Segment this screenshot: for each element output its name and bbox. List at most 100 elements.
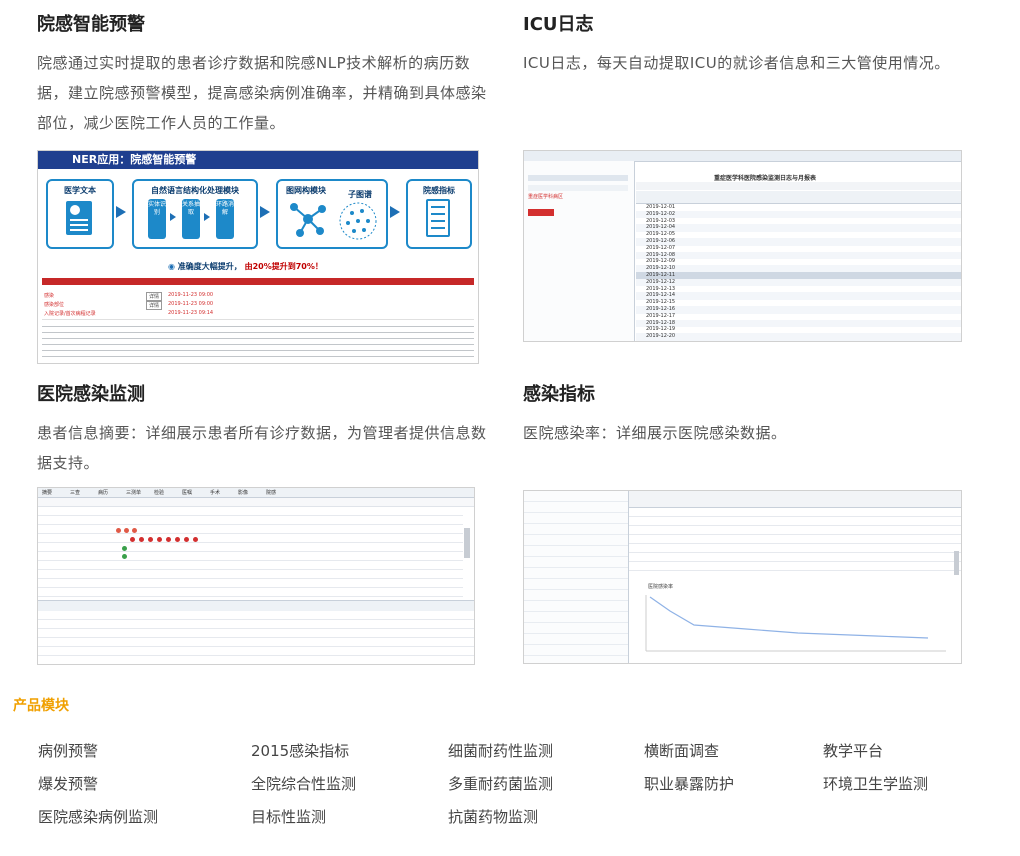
icu-date-cell: 2019-12-16 <box>646 306 676 312</box>
ner-row-value: 2019-11-23 09:14 <box>168 310 214 316</box>
icu-grid-row[interactable]: 2019-12-12 <box>636 278 961 287</box>
icu-date-cell: 2019-12-12 <box>646 278 676 285</box>
module-item[interactable]: 全院综合性监测 <box>251 775 357 793</box>
arrow-right-icon <box>170 213 176 221</box>
icu-grid-row[interactable]: 2019-12-20 <box>636 333 961 341</box>
card-title: ICU日志 <box>523 14 594 35</box>
event-marker-icon <box>132 528 137 533</box>
icu-grid-row[interactable]: 2019-12-16 <box>636 306 961 314</box>
indicator-chart-title: 医院感染率 <box>648 584 674 590</box>
ner-box-indicator: 院感指标 <box>406 179 472 249</box>
ner-screenshot[interactable]: NER应用：院感智能预警 医学文本 自然语言结构化处理模块 实体识别 关系抽取 … <box>37 150 479 364</box>
monitor-tab[interactable]: 摘要 <box>42 490 53 496</box>
ner-table-header <box>42 278 474 285</box>
icu-grid-row[interactable]: 2019-12-15 <box>636 299 961 307</box>
monitor-tab[interactable]: 医嘱 <box>182 490 193 496</box>
monitor-screenshot[interactable]: 摘要 三查 病历 三测单 检验 医嘱 手术 影像 院感 <box>37 487 475 665</box>
target-icon: ◉ <box>168 262 175 271</box>
icu-grid-row[interactable]: 2019-12-08 <box>636 251 961 260</box>
icu-date-cell: 2019-12-20 <box>646 333 676 340</box>
icu-grid-row[interactable]: 2019-12-11 <box>636 272 961 280</box>
monitor-tab[interactable]: 影像 <box>238 490 249 496</box>
event-marker-icon <box>122 546 127 551</box>
icu-date-cell: 2019-12-17 <box>646 312 676 319</box>
section-title: 产品模块 <box>13 698 69 714</box>
event-marker-icon <box>166 537 171 542</box>
monitor-toolbar <box>38 498 474 507</box>
icu-grid-row[interactable]: 2019-12-13 <box>636 286 961 294</box>
ner-box-label: 自然语言结构化处理模块 <box>151 186 239 195</box>
icu-grid-row[interactable]: 2019-12-01 <box>636 204 961 212</box>
event-marker-icon <box>148 537 153 542</box>
card-description: 医院感染率：详细展示医院感染数据。 <box>523 424 787 442</box>
ner-step: 实体识别 <box>148 199 166 239</box>
card-monitor: 医院感染监测 患者信息摘要：详细展示患者所有诊疗数据，为管理者提供信息数据支持。 <box>37 384 487 478</box>
monitor-tab[interactable]: 三查 <box>70 490 81 496</box>
ner-box-label: 医学文本 <box>64 186 96 195</box>
icu-grid-row[interactable]: 2019-12-05 <box>636 231 961 239</box>
icu-grid-row[interactable]: 2019-12-03 <box>636 218 961 226</box>
module-item[interactable]: 多重耐药菌监测 <box>448 775 554 793</box>
ner-row-value: 2019-11-23 09:00 <box>168 301 214 307</box>
module-item[interactable]: 横断面调查 <box>644 742 720 760</box>
icu-grid-row[interactable]: 2019-12-09 <box>636 258 961 266</box>
card-icu: ICU日志 ICU日志，每天自动提取ICU的就诊者信息和三大管使用情况。 <box>523 14 973 78</box>
icu-grid-row[interactable]: 2019-12-19 <box>636 326 961 334</box>
icu-grid-row[interactable]: 2019-12-07 <box>636 245 961 253</box>
module-item[interactable]: 抗菌药物监测 <box>448 808 539 826</box>
checklist-icon <box>426 199 450 237</box>
icu-grid-row[interactable]: 2019-12-17 <box>636 313 961 321</box>
icu-grid-row[interactable]: 2019-12-04 <box>636 224 961 232</box>
module-item[interactable]: 教学平台 <box>823 742 884 760</box>
monitor-tab[interactable]: 病历 <box>98 490 109 496</box>
module-item[interactable]: 细菌耐药性监测 <box>448 742 554 760</box>
indicator-toolbar <box>629 491 961 508</box>
module-item[interactable]: 医院感染病例监测 <box>38 808 159 826</box>
icu-grid-row[interactable]: 2019-12-10 <box>636 265 961 273</box>
monitor-grid-body <box>38 611 474 664</box>
arrow-right-icon <box>116 206 126 218</box>
event-marker-icon <box>116 528 121 533</box>
monitor-tab[interactable]: 三测单 <box>126 490 142 496</box>
monitor-tab[interactable]: 手术 <box>210 490 221 496</box>
indicator-line-chart <box>645 595 946 652</box>
ner-step: 关系抽取 <box>182 199 200 239</box>
indicator-scrollbar[interactable] <box>954 551 959 575</box>
monitor-tab[interactable]: 检验 <box>154 490 165 496</box>
card-title: 院感智能预警 <box>37 14 145 35</box>
module-item[interactable]: 病例预警 <box>38 742 99 760</box>
ner-box-text: 医学文本 <box>46 179 114 249</box>
icu-grid-row[interactable]: 2019-12-02 <box>636 210 961 219</box>
icu-grid-row[interactable]: 2019-12-18 <box>636 319 961 328</box>
module-item[interactable]: 职业暴露防护 <box>644 775 735 793</box>
subgraph-dots-icon <box>339 202 377 240</box>
ner-row-label: 入院记录/首次病程记录 <box>44 311 96 317</box>
event-marker-icon <box>193 537 198 542</box>
module-item[interactable]: 2015感染指标 <box>251 742 350 760</box>
event-marker-icon <box>139 537 144 542</box>
module-item[interactable]: 环境卫生学监测 <box>823 775 929 793</box>
icu-left-panel: 重症医学科病区 <box>524 161 635 341</box>
card-title: 感染指标 <box>523 384 595 405</box>
card-title: 医院感染监测 <box>37 384 145 405</box>
monitor-tab[interactable]: 院感 <box>266 490 277 496</box>
ner-box-sublabel: 子图谱 <box>348 190 372 199</box>
ner-box-label: 图网构模块 <box>286 186 326 195</box>
indicator-screenshot[interactable]: 医院感染率 <box>523 490 962 664</box>
event-marker-icon <box>124 528 129 533</box>
monitor-scrollbar[interactable] <box>464 528 470 558</box>
icu-date-cell: 2019-12-14 <box>646 292 676 299</box>
icu-date-cell: 2019-12-03 <box>646 217 676 224</box>
module-item[interactable]: 目标性监测 <box>251 808 327 826</box>
card-ner: 院感智能预警 院感通过实时提取的患者诊疗数据和院感NLP技术解析的病历数据，建立… <box>37 14 487 138</box>
module-item[interactable]: 爆发预警 <box>38 775 99 793</box>
card-description: ICU日志，每天自动提取ICU的就诊者信息和三大管使用情况。 <box>523 54 950 72</box>
accuracy-highlight: 由20%提升到70%！ <box>244 262 323 271</box>
icu-grid-row[interactable]: 2019-12-06 <box>636 238 961 246</box>
icu-tabbar <box>524 151 961 162</box>
icu-date-cell: 2019-12-11 <box>646 272 676 278</box>
icu-grid-row[interactable]: 2019-12-14 <box>636 292 961 300</box>
icu-date-cell: 2019-12-15 <box>646 299 676 306</box>
card-description: 患者信息摘要：详细展示患者所有诊疗数据，为管理者提供信息数据支持。 <box>37 424 487 472</box>
